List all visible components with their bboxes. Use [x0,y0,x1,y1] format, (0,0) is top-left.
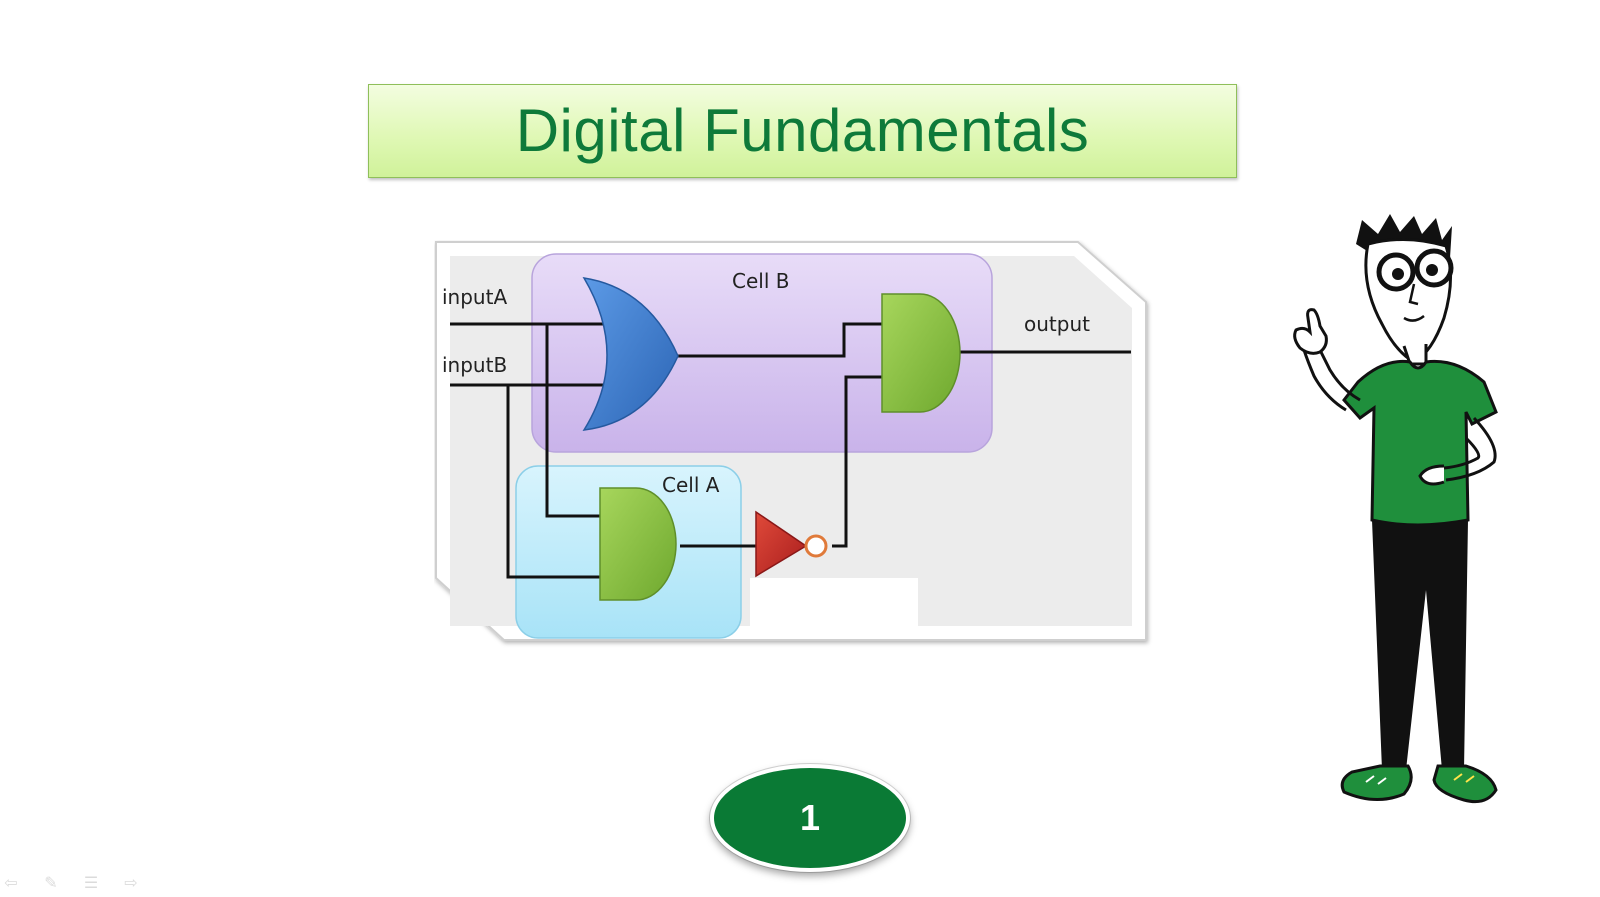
not-gate-bubble [804,534,828,558]
mascot-shoe-right [1432,764,1498,804]
wires [450,322,1131,579]
circuit-diagram: inputA inputB Cell B Cell A output [434,240,1182,655]
mascot-pants [1372,520,1468,770]
menu-icon[interactable]: ☰ [83,875,99,892]
slide-title: Digital Fundamentals [515,97,1090,164]
pen-icon[interactable]: ✎ [44,875,58,892]
mascot-hand-pointing [1293,308,1328,355]
cell-a-label: Cell A [662,473,720,497]
slideshow-controls: ⇦ ✎ ☰ ⇨ [0,872,160,894]
or-gate [582,277,679,431]
input-a-label: inputA [442,285,507,309]
slide-number-badge: 1 [710,764,910,872]
blank-patch [750,578,918,626]
slide-title-box: Digital Fundamentals [368,84,1237,178]
forward-arrow-icon[interactable]: ⇨ [124,875,138,892]
slide-number: 1 [799,797,821,838]
not-gate [755,510,808,578]
mascot-shirt [1342,359,1498,527]
back-arrow-icon[interactable]: ⇦ [4,875,18,892]
output-label: output [1024,312,1090,336]
cell-b-label: Cell B [732,269,789,293]
mascot-shoe-left [1340,764,1413,801]
and-gate-cell-a [599,487,677,601]
mascot-character [1286,214,1556,832]
and-gate-cell-b [881,293,961,413]
input-b-label: inputB [442,353,507,377]
